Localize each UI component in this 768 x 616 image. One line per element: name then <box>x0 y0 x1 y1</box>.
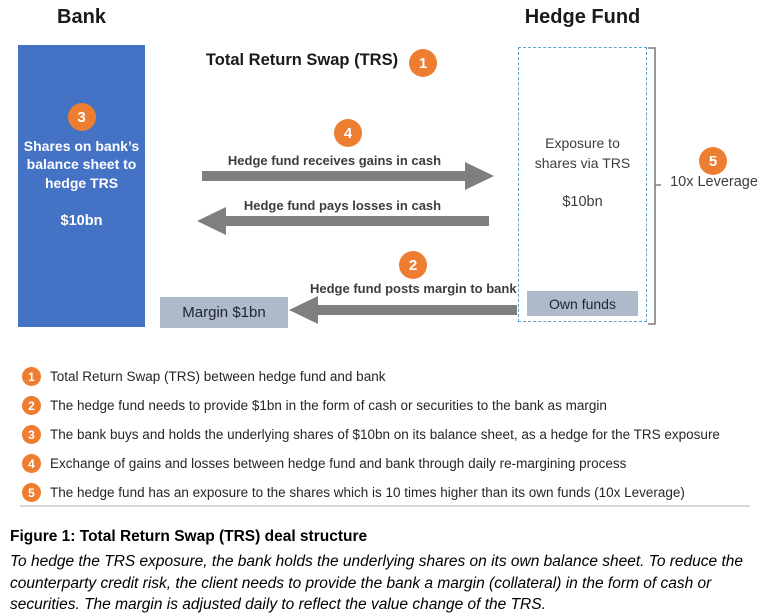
legend-text: The hedge fund needs to provide $1bn in … <box>50 398 607 413</box>
legend-text: Exchange of gains and losses between hed… <box>50 456 627 471</box>
leverage-label: 10x Leverage <box>670 174 758 190</box>
own-funds-label: Own funds <box>549 295 616 312</box>
bank-balance-sheet-box: 3 Shares on bank’s balance sheet to hedg… <box>18 45 145 327</box>
losses-arrow-left <box>197 207 489 235</box>
legend-item: 1 Total Return Swap (TRS) between hedge … <box>22 362 752 391</box>
margin-arrow-label: Hedge fund posts margin to bank <box>310 281 517 296</box>
gains-arrow-label: Hedge fund receives gains in cash <box>227 153 442 168</box>
step-badge-3: 3 <box>67 103 96 131</box>
legend-item: 4 Exchange of gains and losses between h… <box>22 449 752 478</box>
legend-badge-3: 3 <box>22 425 41 444</box>
gains-arrow-right <box>202 162 494 190</box>
divider <box>20 505 750 507</box>
exposure-text: Exposure to shares via TRS <box>534 135 631 172</box>
figure-caption-title: Figure 1: Total Return Swap (TRS) deal s… <box>10 528 368 545</box>
legend-text: Total Return Swap (TRS) between hedge fu… <box>50 369 386 384</box>
legend-text: The hedge fund has an exposure to the sh… <box>50 485 685 500</box>
step-badge-4: 4 <box>334 119 362 147</box>
legend-badge-4: 4 <box>22 454 41 473</box>
arrow-shaft <box>202 171 466 181</box>
bank-box-text: Shares on bank’s balance sheet to hedge … <box>23 138 140 191</box>
legend-item: 3 The bank buys and holds the underlying… <box>22 420 752 449</box>
step-badge-5: 5 <box>699 147 727 175</box>
arrow-head <box>197 207 226 235</box>
arrow-head <box>465 162 494 190</box>
bank-box-amount: $10bn <box>60 213 103 229</box>
arrow-shaft <box>226 216 489 226</box>
figure-caption-body: To hedge the TRS exposure, the bank hold… <box>10 553 744 614</box>
legend-badge-2: 2 <box>22 396 41 415</box>
legend-list: 1 Total Return Swap (TRS) between hedge … <box>22 362 752 507</box>
losses-arrow-label: Hedge fund pays losses in cash <box>243 198 442 213</box>
margin-box: Margin $1bn <box>160 297 288 328</box>
own-funds-box: Own funds <box>527 291 638 316</box>
arrow-shaft <box>318 305 517 315</box>
exposure-box: Exposure to shares via TRS $10bn Own fun… <box>518 47 647 322</box>
hedge-fund-title: Hedge Fund <box>524 6 641 28</box>
bank-title: Bank <box>57 6 106 28</box>
exposure-amount: $10bn <box>562 194 603 210</box>
margin-box-label: Margin $1bn <box>182 304 266 321</box>
legend-item: 5 The hedge fund has an exposure to the … <box>22 478 752 507</box>
step-badge-1: 1 <box>409 49 437 77</box>
trs-title: Total Return Swap (TRS) <box>205 51 399 69</box>
arrow-head <box>289 296 318 324</box>
legend-item: 2 The hedge fund needs to provide $1bn i… <box>22 391 752 420</box>
legend-text: The bank buys and holds the underlying s… <box>50 427 720 442</box>
margin-arrow-left <box>289 296 517 324</box>
leverage-bracket-icon <box>648 47 661 325</box>
legend-badge-1: 1 <box>22 367 41 386</box>
step-badge-2: 2 <box>399 251 427 279</box>
legend-badge-5: 5 <box>22 483 41 502</box>
